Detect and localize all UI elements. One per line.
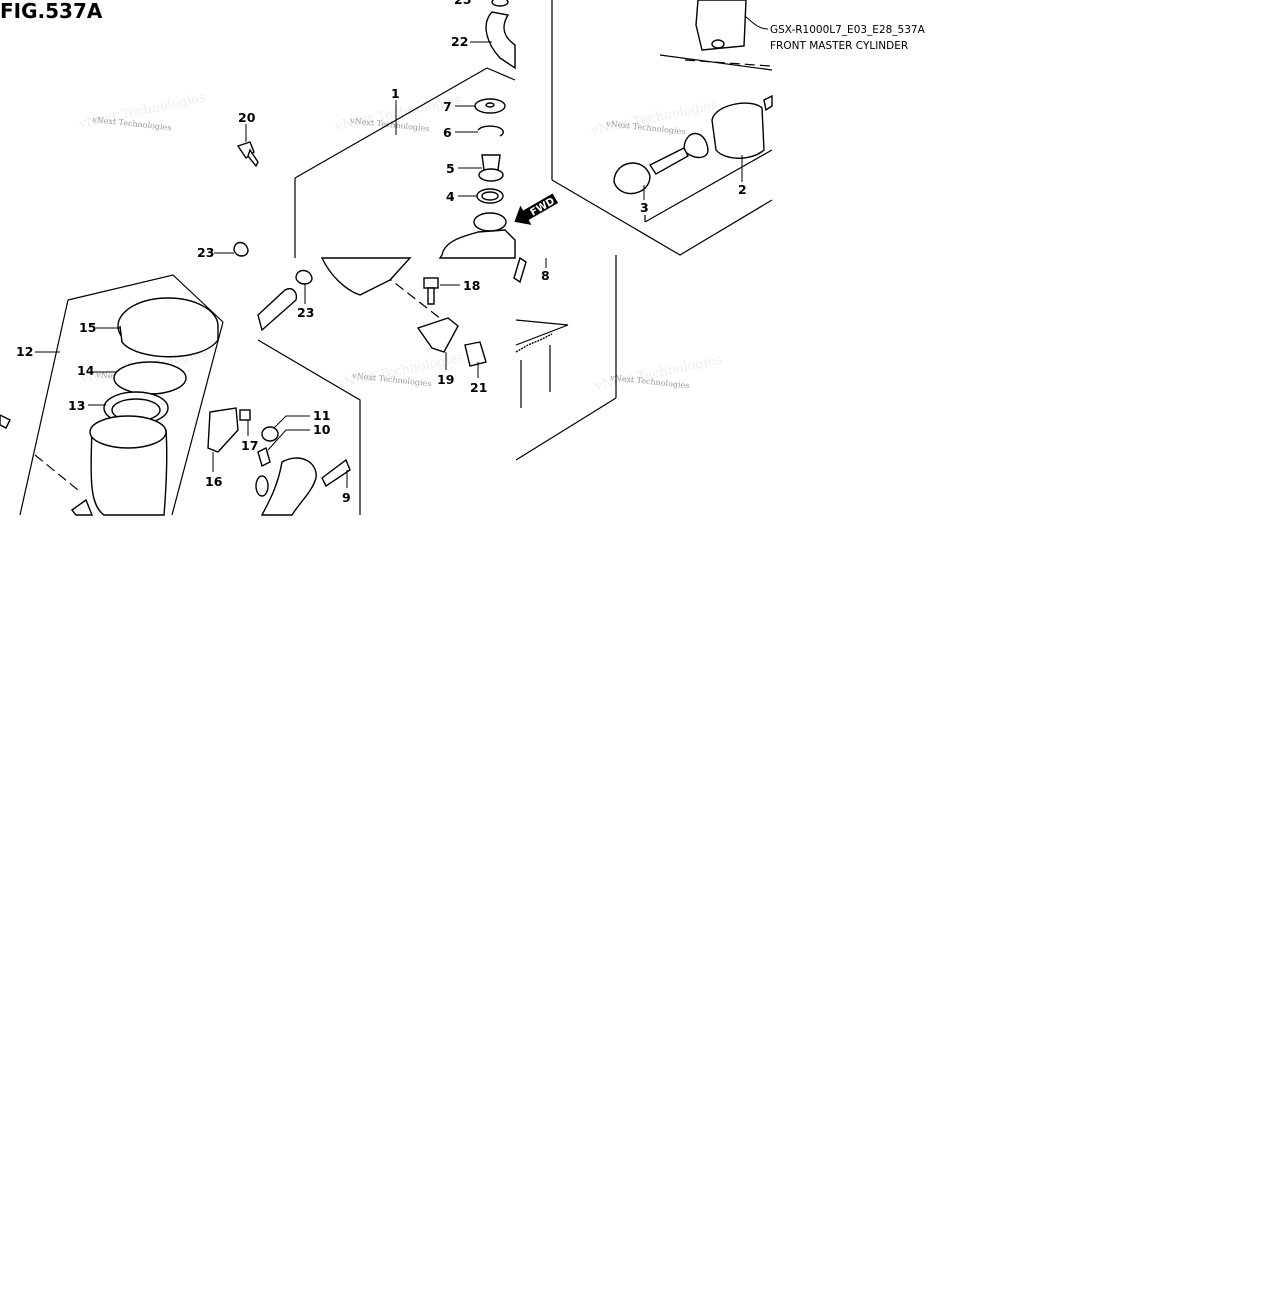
callout-3: 3: [640, 200, 649, 215]
reservoir-12: [90, 429, 168, 516]
callout-6: 6: [443, 125, 452, 140]
bracket-19: [416, 317, 459, 353]
hose-fitting-left: [0, 414, 11, 429]
callout-25: 25: [454, 0, 471, 7]
hose-end-25: [491, 0, 509, 7]
callout-5: 5: [446, 161, 455, 176]
callout-4: 4: [446, 189, 455, 204]
callout-2: 2: [738, 182, 747, 197]
fitting-5: [481, 154, 501, 171]
bolt-18: [423, 277, 439, 289]
figure-title: FIG.537A: [0, 0, 103, 23]
callout-19: 19: [437, 372, 454, 387]
circlip-6: [477, 125, 504, 137]
clamp-23-left: [233, 241, 249, 257]
callout-8: 8: [541, 268, 550, 283]
callout-13: 13: [68, 398, 85, 413]
piston-3: [648, 147, 689, 175]
fwd-arrow: FWD: [514, 193, 559, 225]
diaphragm-14: [113, 361, 187, 395]
bolt-17: [239, 409, 251, 421]
callout-9: 9: [342, 490, 351, 505]
callout-22: 22: [451, 34, 468, 49]
caption-leader: [744, 15, 769, 30]
part-drawings: FWD: [0, 0, 773, 516]
leader-lines: [35, 41, 743, 488]
cylinder-port: [473, 212, 507, 232]
figure-code: GSX-R1000L7_E03_E28_537A: [770, 24, 926, 36]
bolt-9: [321, 458, 351, 488]
callout-15: 15: [79, 320, 96, 335]
callout-10: 10: [313, 422, 331, 437]
spring: [515, 333, 553, 353]
piston-cup-3: [613, 162, 651, 195]
callout-14: 14: [77, 363, 95, 378]
callout-20: 20: [238, 110, 256, 125]
callout-23-left: 23: [197, 245, 214, 260]
hose-center: [257, 288, 298, 332]
figure-name: FRONT MASTER CYLINDER: [770, 40, 908, 52]
lever-bracket: [320, 257, 412, 296]
callout-7: 7: [443, 99, 452, 114]
clamp-23-center: [295, 269, 313, 285]
callout-labels: 1 2 3 4 5 6 7 8 9 10 11 12 13 14 15 16 1…: [16, 0, 747, 505]
callout-17: 17: [241, 438, 258, 453]
callout-11: 11: [313, 408, 330, 423]
holder: [260, 457, 317, 516]
sleeve-21: [464, 341, 487, 367]
callout-21: 21: [470, 380, 487, 395]
clamp-16: [207, 407, 239, 453]
cap-11: [261, 426, 279, 442]
callout-18: 18: [463, 278, 480, 293]
callout-16: 16: [205, 474, 223, 489]
callout-12: 12: [16, 344, 33, 359]
boot-2: [711, 102, 765, 159]
callout-23-center: 23: [297, 305, 314, 320]
callout-1: 1: [391, 86, 400, 101]
hose-22: [485, 11, 516, 70]
master-cylinder-top: [695, 0, 747, 51]
cylinder-body-8: [438, 229, 516, 259]
bleeder-10: [257, 446, 271, 468]
frame-lines: [19, 0, 773, 516]
circlip-2: [683, 133, 709, 159]
